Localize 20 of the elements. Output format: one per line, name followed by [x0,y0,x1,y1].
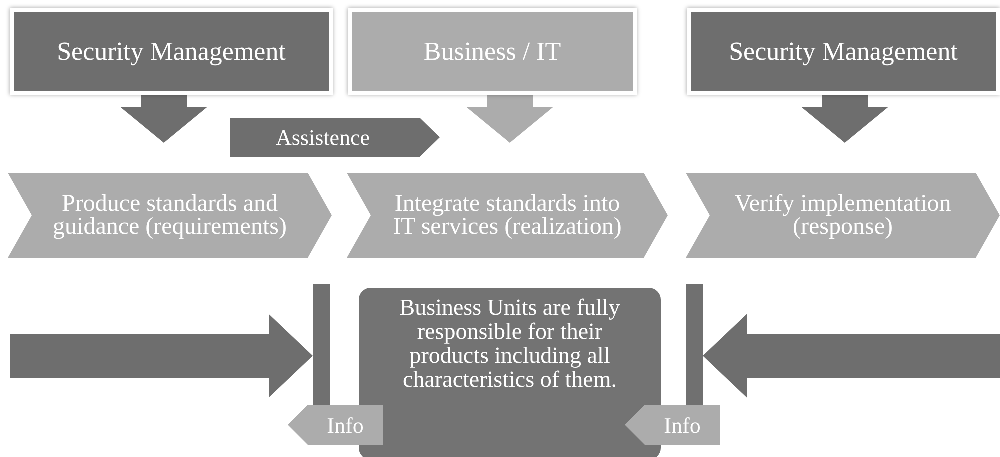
node-label: Assistence [276,124,370,152]
node-label: Info [664,412,701,440]
node-label: Integrate standards into IT services (realization) [392,192,623,238]
node-label: Verify implementation (response) [734,192,952,238]
block-arrow [10,314,313,398]
node-label: Produce standards and guidance (requirements) [52,192,288,238]
block-arrow [703,314,1000,398]
block-arrow [120,95,208,143]
node-label: Security Management [57,36,286,68]
node-label: Business Units are fully responsible for their products including all characteristics of them. [398,296,622,393]
process-chevron [686,173,1000,258]
vertical-bar [686,284,703,405]
vertical-bar [313,284,330,405]
arrow-tag [288,405,383,445]
node-label: Business / IT [424,36,562,68]
block-arrow [801,95,889,143]
node-label: Security Management [729,36,958,68]
block-arrow [466,95,554,143]
arrow-tag [230,118,440,157]
node-label: Info [327,412,364,440]
